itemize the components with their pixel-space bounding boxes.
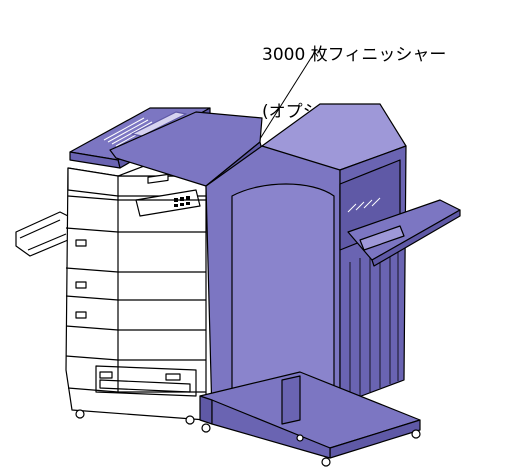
callout-line-1: 3000 枚フィニッシャー (262, 45, 447, 65)
control-panel (135, 189, 201, 217)
manual-feed-tray (15, 211, 69, 257)
finisher (109, 103, 461, 467)
output-slot-marks (347, 197, 381, 213)
finisher-casters (201, 423, 421, 467)
tray-handles (75, 239, 181, 381)
callout-leader-line (257, 49, 317, 143)
display-window (147, 173, 169, 184)
finisher-top (261, 103, 407, 171)
